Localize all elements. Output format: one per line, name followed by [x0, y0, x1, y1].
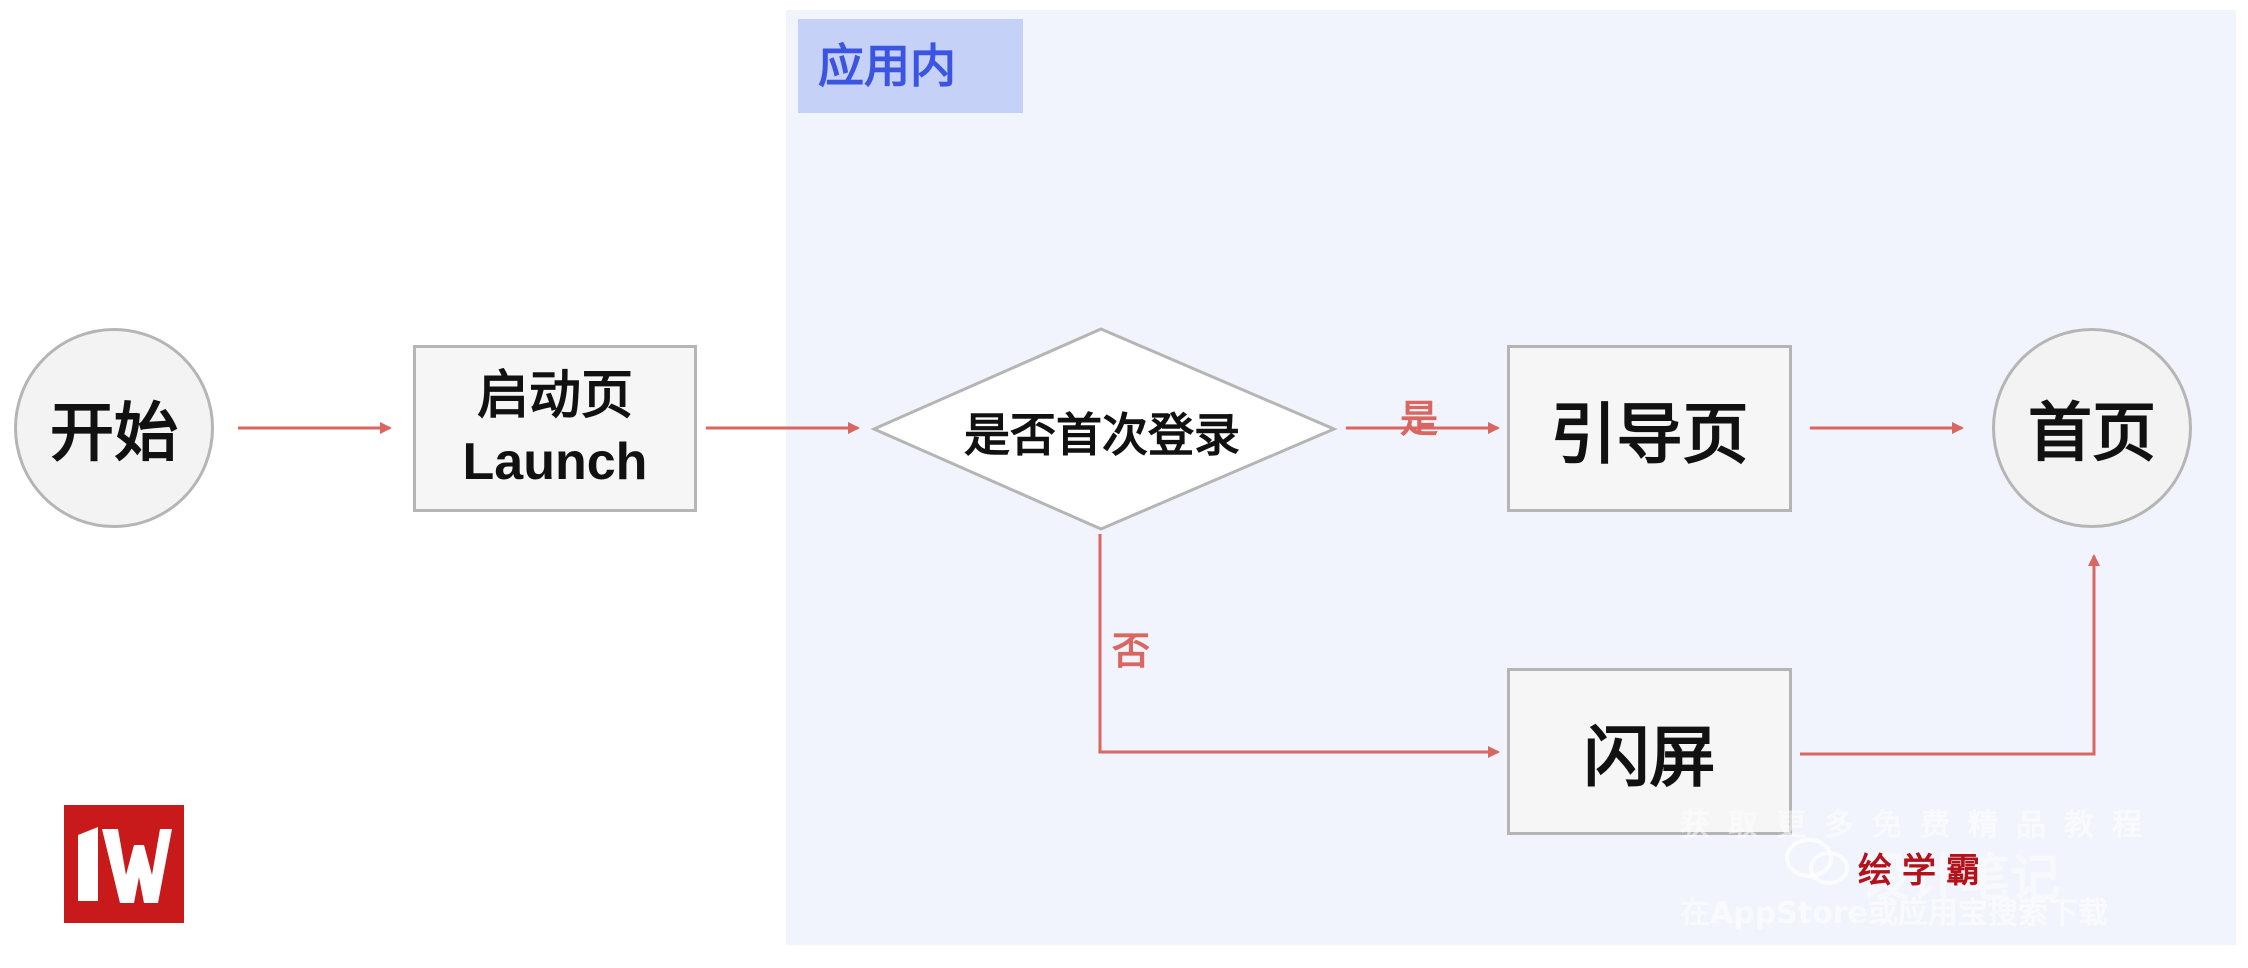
- guide-page-node: 引导页: [1507, 345, 1792, 512]
- home-node: 首页: [1992, 328, 2192, 528]
- splash-node: 闪屏: [1507, 668, 1792, 835]
- w-logo-icon: [64, 805, 184, 923]
- edge-splash-home: [1800, 554, 2100, 756]
- wechat-icon: [1785, 838, 1849, 885]
- start-node: 开始: [14, 328, 214, 528]
- region-label: 应用内: [798, 19, 1023, 113]
- edge-label-yes: 是: [1400, 397, 1439, 441]
- watermark: 获取更多免费精品教程 设计笔记 在AppStore或应用宝搜索下载: [1680, 800, 2185, 931]
- watermark-line3: 在AppStore或应用宝搜索下载: [1680, 896, 2108, 931]
- launch-page-sublabel: Launch: [462, 432, 648, 491]
- launch-page-node: 启动页 Launch: [413, 345, 697, 512]
- decision-diamond: [870, 327, 1338, 531]
- decision-label: 是否首次登录: [964, 408, 1240, 462]
- watermark-brand: 绘学霸: [1858, 851, 1990, 891]
- edge-decision-splash: [1098, 534, 1500, 758]
- edge-label-no: 否: [1112, 629, 1151, 673]
- launch-page-label: 启动页: [476, 365, 633, 426]
- watermark-title: 设计笔记: [1860, 849, 2060, 907]
- watermark-line1: 获取更多免费精品教程: [1680, 808, 2160, 843]
